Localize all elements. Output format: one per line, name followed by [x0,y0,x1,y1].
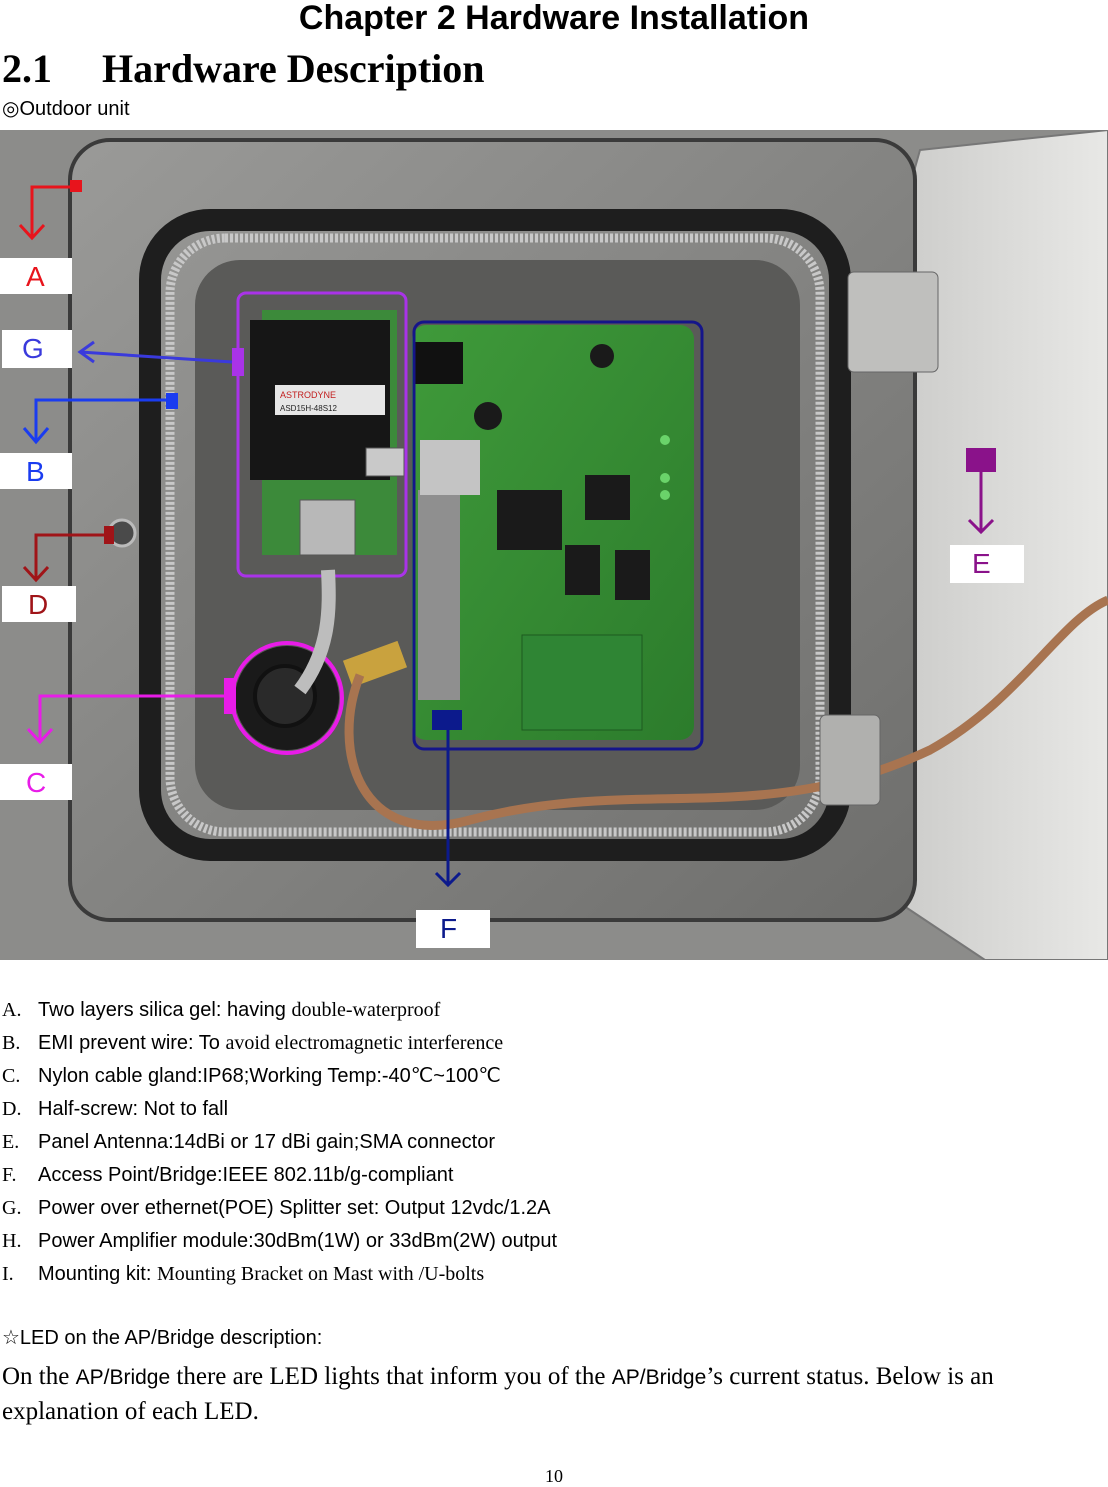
legend-letter: C. [2,1065,21,1087]
ap-bridge-led-3 [660,490,670,500]
legend-text: Two layers silica gel: having [38,999,292,1021]
ap-bridge-dc-jack [415,342,463,384]
legend-text: Power over ethernet(POE) Splitter set: O… [38,1197,551,1219]
ap-bridge-capacitor [474,402,502,430]
chapter-title: Chapter 2 Hardware Installation [298,0,810,37]
outdoor-unit-photo: ASTRODYNE ASD15H-48S12 A G B D [0,130,1108,960]
callout-f-arrow [434,728,462,888]
ap-bridge-chip-3 [565,545,600,595]
para-text: On the [2,1363,76,1390]
legend-letter: H. [2,1230,22,1252]
legend-text: Access Point/Bridge:IEEE 802.11b/g-compl… [38,1164,454,1186]
callout-a-box [0,258,72,294]
legend-item-b: B. EMI prevent wire: To avoid electromagn… [2,1027,557,1060]
legend-text: Half-screw: Not to fall [38,1098,229,1120]
legend-letter: A. [2,999,22,1021]
led-intro-paragraph: On the AP/Bridge there are LED lights th… [2,1360,1102,1429]
ap-bridge-eth-jack [420,440,480,495]
ethernet-cable [294,569,336,695]
legend-text-serif: Mounting Bracket on Mast with /U-bolts [156,1263,485,1285]
antenna-cable [344,595,1108,830]
callout-c-marker [224,678,236,714]
legend-item-c: C. Nylon cable gland:IP68;Working Temp:-4… [2,1060,557,1093]
callout-b-box [0,453,72,489]
door-hinge [847,271,939,373]
para-text: there are LED lights that inform you of … [170,1363,612,1390]
ap-bridge-chip-2 [585,475,630,520]
callout-c-arrow [26,694,226,745]
callout-d-marker [104,526,114,544]
callout-g-label: G [22,333,44,364]
legend-text: Mounting kit: [38,1263,157,1285]
silica-gel-seal [165,233,825,837]
legend-letter: I. [2,1263,14,1285]
legend-letter: B. [2,1032,21,1054]
para-text: ’s current status. Below is an explanati… [2,1363,994,1425]
door-latch [819,714,881,806]
callout-a-arrow [18,185,76,241]
legend-text-serif: double-waterproof [291,999,441,1021]
component-legend: A. Two layers silica gel: having double-w… [2,994,557,1291]
legend-item-d: D. Half-screw: Not to fall [2,1093,557,1126]
callout-c-label: C [26,767,46,798]
legend-item-g: G. Power over ethernet(POE) Splitter set:… [2,1192,557,1225]
callout-d-box [2,586,76,622]
callout-f-box [416,910,490,948]
legend-letter: E. [2,1131,20,1153]
legend-item-h: H. Power Amplifier module:30dBm(1W) or 33… [2,1225,557,1258]
legend-item-a: A. Two layers silica gel: having double-w… [2,994,557,1027]
page-number: 10 [545,1466,563,1486]
psu-brand-text: ASTRODYNE [280,390,336,400]
legend-item-f: F. Access Point/Bridge:IEEE 802.11b/g-com… [2,1159,557,1192]
callout-e-box [950,545,1024,583]
callout-g-marker [232,348,244,376]
ap-bridge-shield [418,490,460,700]
section-number: 2.1 [2,46,52,91]
psu-model-text: ASD15H-48S12 [280,404,337,413]
para-term: AP/Bridge [611,1366,707,1389]
callout-f-marker [432,710,462,730]
legend-text-serif: avoid electromagnetic interference [225,1032,504,1054]
callout-f-label: F [440,913,457,944]
callout-d-arrow [22,533,106,583]
callout-g-arrow [77,340,233,364]
callout-a-label: A [26,261,45,292]
ap-bridge-radio-module [521,634,643,731]
callout-c-box [0,764,72,800]
ap-bridge-led-1 [660,435,670,445]
para-term: AP/Bridge [75,1366,171,1389]
legend-text: Panel Antenna:14dBi or 17 dBi gain;SMA c… [38,1131,495,1153]
ap-bridge-led-2 [660,473,670,483]
legend-text: EMI prevent wire: To [38,1032,226,1054]
callout-b-arrow [22,398,172,445]
callout-e-marker [966,448,996,472]
legend-item-e: E. Panel Antenna:14dBi or 17 dBi gain;SMA… [2,1126,557,1159]
legend-text: Nylon cable gland:IP68;Working Temp:-40℃… [38,1065,501,1087]
callout-g-box [2,330,72,368]
callout-d-label: D [28,589,48,620]
legend-item-i: I. Mounting kit: Mounting Bracket on Mast… [2,1258,557,1291]
section-heading: 2.1 Hardware Description [2,46,485,92]
legend-letter: D. [2,1098,22,1120]
legend-letter: F. [2,1164,17,1186]
poe-rj45-lan [365,447,405,477]
ap-bridge-chip-4 [615,550,650,600]
ap-bridge-capacitor-2 [590,344,614,368]
legend-text: Power Amplifier module:30dBm(1W) or 33dB… [38,1230,558,1252]
callout-e-label: E [972,548,991,579]
outdoor-unit-subtitle: ◎Outdoor unit [2,98,130,120]
ap-bridge-chip-main [497,490,562,550]
poe-rj45-port [299,499,356,556]
section-title: Hardware Description [102,46,485,91]
enclosure-gasket [139,209,851,861]
psu-label [275,385,385,415]
ap-bridge-outline [412,320,704,751]
led-section-heading: ☆LED on the AP/Bridge description: [2,1327,323,1349]
legend-letter: G. [2,1197,22,1219]
callout-e-arrow [967,470,995,535]
callout-b-label: B [26,456,45,487]
